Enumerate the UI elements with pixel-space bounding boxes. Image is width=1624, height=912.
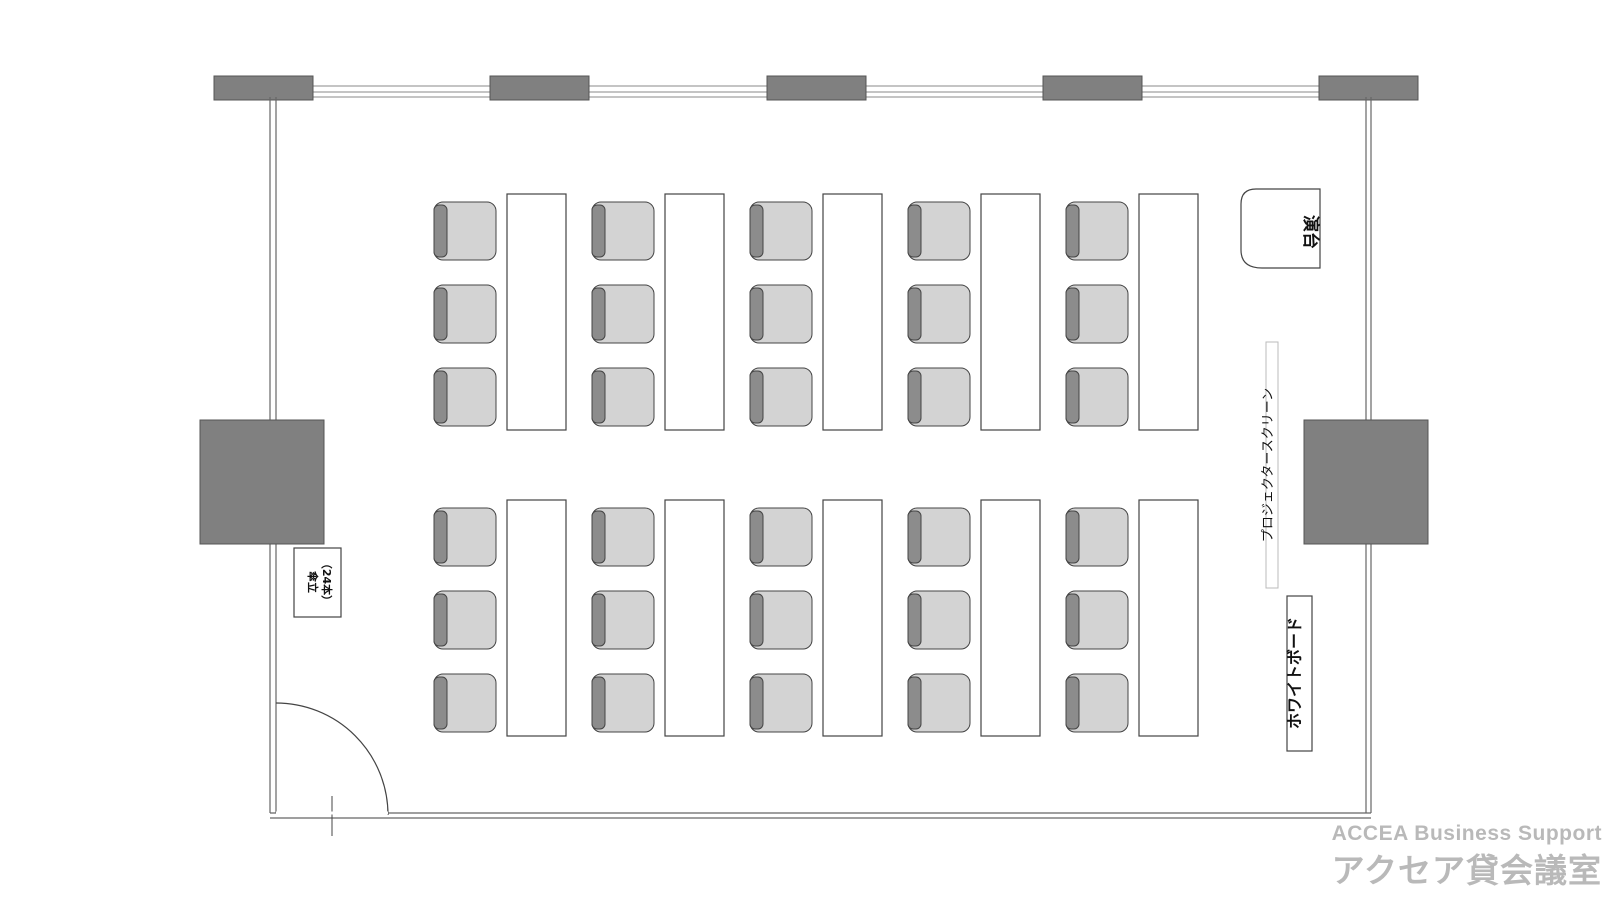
chair (907, 673, 971, 733)
chair (591, 590, 655, 650)
desk (664, 193, 725, 431)
brand-japanese: アクセア貸会議室 (1331, 851, 1602, 890)
umbrella-stand-label-line1: 傘立 (306, 571, 320, 593)
umbrella-stand: 傘立 （24本） (293, 547, 342, 618)
brand-english: ACCEA Business Support (1331, 822, 1602, 845)
chair (433, 201, 497, 261)
desk-group (907, 499, 1041, 737)
left-pillar (199, 419, 325, 545)
top-pillar-2 (489, 75, 590, 101)
chair (1065, 201, 1129, 261)
desk-group (749, 499, 883, 737)
chair (907, 284, 971, 344)
chair (591, 367, 655, 427)
chair (591, 284, 655, 344)
desk-group (749, 193, 883, 431)
chair (749, 590, 813, 650)
desk-group (433, 193, 567, 431)
umbrella-stand-label-line2: （24本） (320, 558, 334, 606)
door-swing (275, 702, 389, 836)
chair (749, 284, 813, 344)
desk (664, 499, 725, 737)
chair (591, 201, 655, 261)
chair (1065, 367, 1129, 427)
desk (506, 193, 567, 431)
chair (433, 284, 497, 344)
chair (1065, 590, 1129, 650)
chair (907, 367, 971, 427)
chair (433, 367, 497, 427)
top-pillar-5 (1318, 75, 1419, 101)
top-pillar-3 (766, 75, 867, 101)
desk (1138, 193, 1199, 431)
desk-group (591, 499, 725, 737)
seating-area (433, 193, 1199, 737)
chair (1065, 673, 1129, 733)
chair (433, 507, 497, 567)
desk (980, 499, 1041, 737)
top-pillar-1 (213, 75, 314, 101)
projector-screen: プロジェクタースクリーン (1261, 341, 1279, 589)
top-wall-pillars (213, 75, 1419, 101)
desk (822, 499, 883, 737)
chair (749, 673, 813, 733)
brand-watermark: ACCEA Business Support アクセア貸会議室 (1332, 822, 1602, 892)
top-pillar-4 (1042, 75, 1143, 101)
podium-label: 演台 (1300, 215, 1321, 249)
whiteboard-label: ホワイトボード (1285, 617, 1304, 729)
chair (433, 590, 497, 650)
chair (907, 590, 971, 650)
desk-group (907, 193, 1041, 431)
chair (907, 507, 971, 567)
chair (749, 201, 813, 261)
chair (591, 673, 655, 733)
desk (1138, 499, 1199, 737)
right-pillar (1303, 419, 1429, 545)
desk-group (1065, 499, 1199, 737)
chair (749, 507, 813, 567)
chair (1065, 507, 1129, 567)
desk-group (1065, 193, 1199, 431)
whiteboard: ホワイトボード (1285, 595, 1313, 752)
projector-screen-label: プロジェクタースクリーン (1261, 388, 1276, 542)
desk-group (591, 193, 725, 431)
chair (591, 507, 655, 567)
desk-group (433, 499, 567, 737)
chair (749, 367, 813, 427)
desk (980, 193, 1041, 431)
chair (433, 673, 497, 733)
chair (907, 201, 971, 261)
desk (822, 193, 883, 431)
desk (506, 499, 567, 737)
chair (1065, 284, 1129, 344)
podium: 演台 (1240, 188, 1321, 269)
